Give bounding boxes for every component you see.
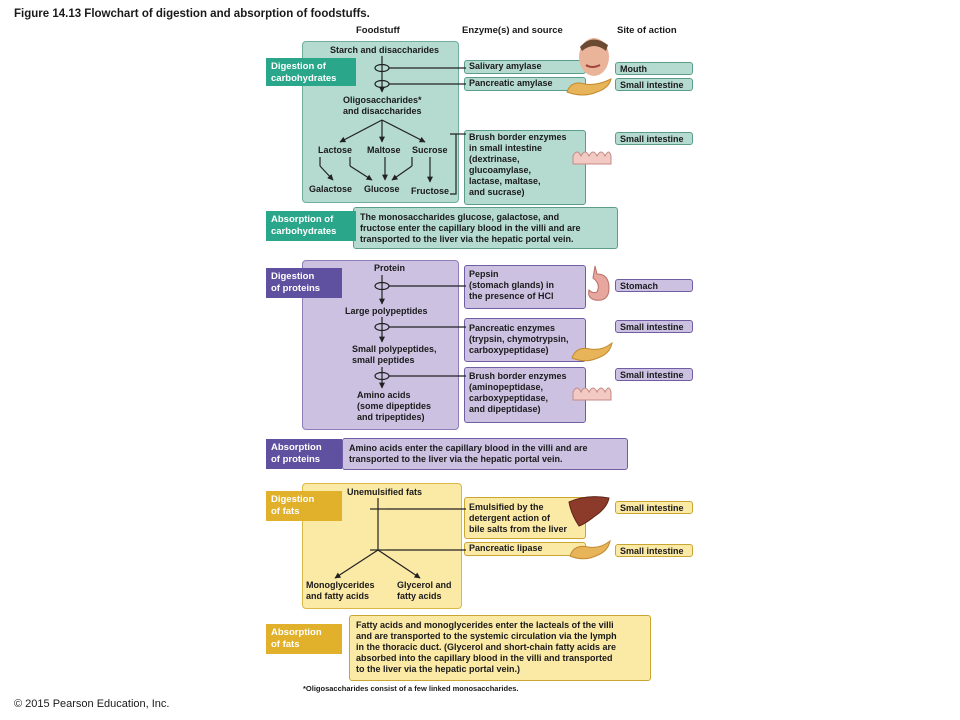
fat-enzyme-box-1	[464, 497, 586, 539]
copyright: © 2015 Pearson Education, Inc.	[14, 698, 170, 710]
fat-absorption-label: Absorption of fats	[266, 624, 342, 654]
fat-arrow-glycerol	[377, 549, 421, 579]
carb-absorption-text: The monosaccharides glucose, galactose, …	[360, 212, 581, 244]
protein-protein: Protein	[374, 263, 406, 273]
protein-site-3: Small intestine	[615, 368, 693, 381]
carb-enzyme-3: Brush border enzymes in small intestine …	[469, 132, 567, 197]
carb-lactose-to-glucose	[349, 165, 373, 181]
carb-site-2: Small intestine	[615, 78, 693, 91]
carb-oligo: Oligosaccharides* and disaccharides	[343, 95, 422, 116]
pancreas-icon	[566, 78, 612, 96]
protein-absorption-box	[342, 438, 628, 470]
protein-digestion-label: Digestion of proteins	[266, 268, 342, 298]
carb-site-3: Small intestine	[615, 132, 693, 145]
mouth-head-icon	[579, 38, 609, 76]
carb-maltose: Maltose	[367, 145, 401, 155]
carb-sucrose-to-glucose	[391, 165, 413, 181]
carb-lactose-to-galactose	[319, 165, 334, 181]
fat-site-2: Small intestine	[615, 544, 693, 557]
protein-large: Large polypeptides	[345, 306, 428, 316]
intestinal-villi-icon	[572, 151, 612, 165]
header-enzymes: Enzyme(s) and source	[462, 25, 563, 36]
protein-amino: Amino acids (some dipeptides and tripept…	[357, 390, 432, 422]
fat-enzyme-1: Emulsified by the detergent action of bi…	[469, 502, 568, 534]
protein-absorption-text: Amino acids enter the capillary blood in…	[349, 443, 588, 464]
footnote: *Oligosaccharides consist of a few linke…	[303, 684, 519, 693]
fat-glycerol: Glycerol and fatty acids	[397, 580, 452, 601]
fat-digestion-label: Digestion of fats	[266, 491, 342, 521]
intestinal-villi-icon	[572, 387, 612, 401]
header-site: Site of action	[617, 25, 677, 36]
fat-unemulsified: Unemulsified fats	[347, 487, 423, 497]
carb-brush-bracket	[450, 133, 457, 195]
carb-galactose: Galactose	[309, 184, 353, 194]
stomach-icon	[588, 265, 610, 301]
carb-site-1: Mouth	[615, 62, 693, 75]
carb-lactose: Lactose	[318, 145, 353, 155]
carb-enzyme-2: Pancreatic amylase	[469, 78, 553, 88]
liver-icon	[568, 496, 610, 527]
protein-enzyme-1: Pepsin (stomach glands) in the presence …	[469, 269, 555, 301]
carb-sucrose: Sucrose	[412, 145, 448, 155]
carb-absorption-label: Absorption of carbohydrates	[266, 211, 356, 241]
fat-absorption-box	[349, 615, 651, 681]
pancreas-icon	[569, 539, 611, 560]
fat-arrow-mono	[334, 549, 379, 579]
protein-enzyme-box-3	[464, 367, 586, 423]
protein-site-2: Small intestine	[615, 320, 693, 333]
carb-digestion-label: Digestion of carbohydrates	[266, 58, 356, 86]
fat-enzyme-2: Pancreatic lipase	[469, 543, 543, 553]
protein-enzyme-2: Pancreatic enzymes (trypsin, chymotrypsi…	[469, 323, 569, 355]
header-foodstuff: Foodstuff	[356, 25, 400, 36]
carb-enzyme-1: Salivary amylase	[469, 61, 542, 71]
carb-branch-lactose	[339, 119, 383, 143]
pancreas-icon	[571, 341, 613, 362]
protein-enzyme-box-1	[464, 265, 586, 309]
carb-glucose: Glucose	[364, 184, 400, 194]
protein-small: Small polypeptides, small peptides	[352, 344, 437, 365]
fat-site-1: Small intestine	[615, 501, 693, 514]
protein-absorption-label: Absorption of proteins	[266, 439, 342, 469]
carb-starch: Starch and disaccharides	[330, 45, 440, 55]
carb-fructose: Fructose	[411, 186, 450, 196]
protein-enzyme-3: Brush border enzymes (aminopeptidase, ca…	[469, 371, 567, 414]
carb-branch-sucrose	[381, 119, 426, 143]
protein-enzyme-box-2	[464, 318, 586, 362]
fat-absorption-text: Fatty acids and monoglycerides enter the…	[356, 620, 617, 674]
protein-site-1: Stomach	[615, 279, 693, 292]
figure-title: Figure 14.13 Flowchart of digestion and …	[14, 8, 370, 20]
fat-mono: Monoglycerides and fatty acids	[306, 580, 375, 601]
carb-enzyme-box-3	[464, 130, 586, 205]
